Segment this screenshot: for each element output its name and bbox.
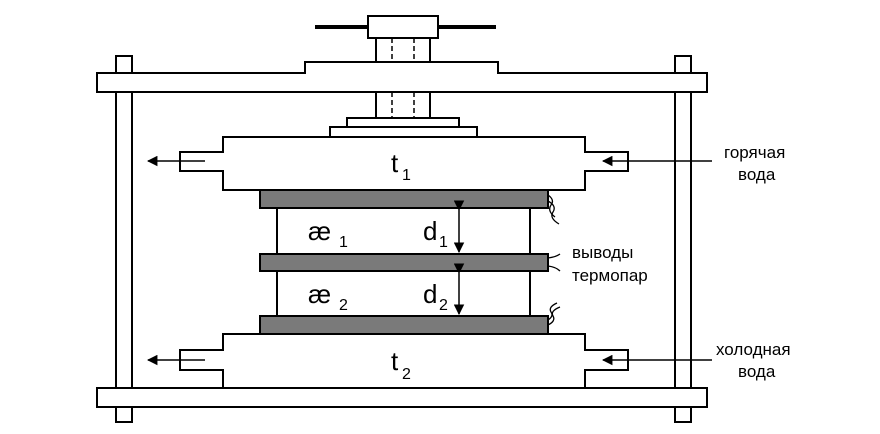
thermocouple-label-line1: выводы [572,243,633,262]
hot-water-label-line1: горячая [724,143,785,162]
bottom-frame-bar [96,387,708,408]
screw-shaft-lower [375,91,431,119]
cold-plate-temp-symbol: t [391,346,399,376]
thermocouple-leads [547,194,561,326]
hot-plate-temp-subscript: 1 [402,167,411,184]
hot-plate-temp-symbol: t [391,148,399,178]
kappa2-symbol: æ [308,279,331,309]
left-guide-post [115,55,133,423]
d2-subscript: 2 [439,297,448,314]
pressure-washer-upper [346,117,460,128]
d1-symbol: d [423,216,437,246]
kappa1-subscript: 1 [339,234,348,251]
bottom-measuring-layer [259,315,549,335]
screw-shaft-upper [375,37,431,63]
cold-plate [179,333,629,389]
kappa1-symbol: æ [308,216,331,246]
top-frame-bar [96,61,708,93]
kappa2-subscript: 2 [339,297,348,314]
cold-water-label-line1: холодная [716,340,791,359]
pressure-washer-lower [329,126,478,138]
d2-symbol: d [423,279,437,309]
screw-head [367,15,439,39]
cold-plate-temp-subscript: 2 [402,366,411,383]
cold-water-label-line2: вода [738,362,776,381]
hot-water-label-line2: вода [738,165,776,184]
d1-subscript: 1 [439,234,448,251]
hot-plate [179,136,629,191]
middle-measuring-layer [259,253,549,272]
top-measuring-layer [259,189,549,209]
thermocouple-label-line2: термопар [572,266,648,285]
right-guide-post [674,55,692,423]
